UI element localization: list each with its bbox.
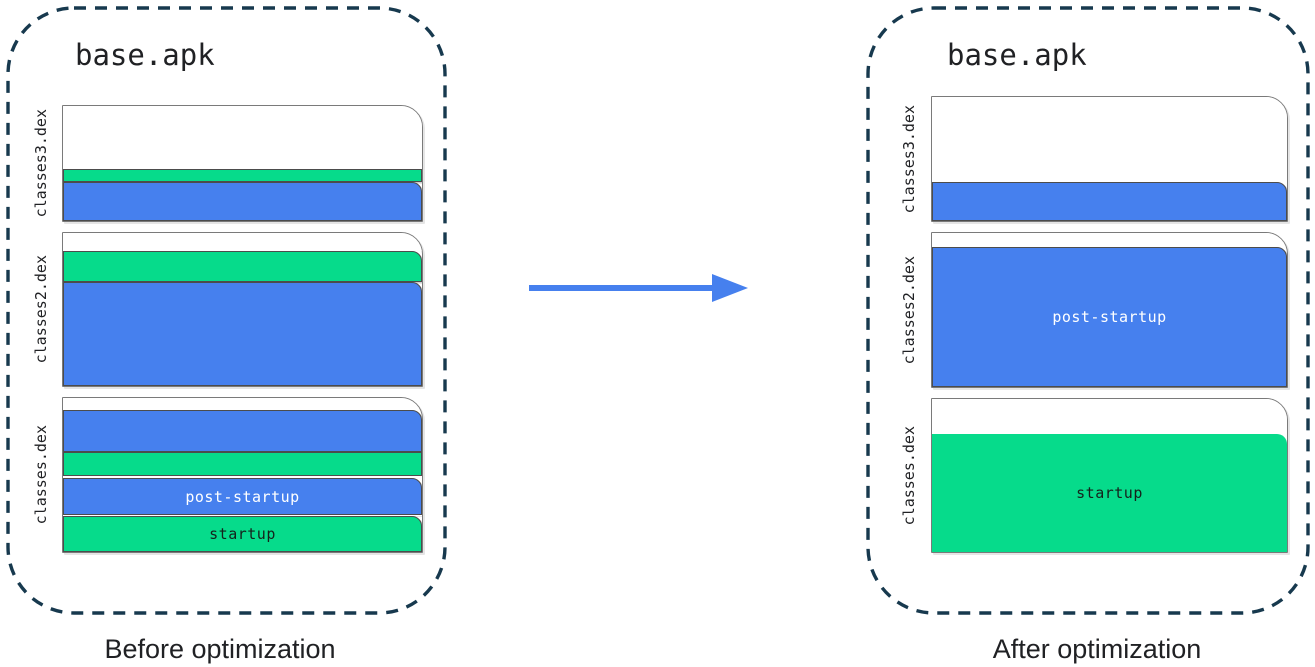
blue-code-band [63,282,422,386]
before-classes.dex-sheet: post-startup startup [62,397,423,553]
unused-space-band [63,398,422,410]
green-code-band-startup: startup [63,516,422,552]
band-label: post-startup [185,487,300,506]
after-caption: After optimization [992,634,1202,664]
after-file-label: classes.dex [897,398,921,553]
green-code-band [63,251,422,282]
file-label-text: classes2.dex [900,255,918,365]
after-classes2.dex-sheet: post-startup [931,232,1288,388]
after-file-label: classes3.dex [897,96,921,222]
unused-space-band [63,233,422,251]
unused-space-band [932,233,1287,247]
before-file-label: classes2.dex [29,232,53,387]
after-file-label: classes2.dex [897,232,921,388]
band-label: startup [209,525,276,543]
before-classes2.dex-sheet [62,232,423,387]
green-code-band [63,452,422,476]
green-code-band [63,169,422,182]
band-label: post-startup [1052,308,1167,326]
before-file-label: classes3.dex [29,105,53,222]
file-label-text: classes.dex [900,425,918,526]
band-gap [63,476,422,478]
before-file-label: classes.dex [29,397,53,553]
blue-code-band [63,182,422,221]
before-caption: Before optimization [104,634,336,664]
after-classes.dex-sheet: startup [931,398,1288,553]
unused-space-band [932,399,1287,434]
file-label-text: classes.dex [32,425,50,525]
file-label-text: classes2.dex [32,255,50,364]
unused-space-band [63,106,422,169]
file-label-text: classes3.dex [32,109,50,218]
after-classes3.dex-sheet [931,96,1288,222]
optimization-arrow-icon [529,274,748,302]
band-label: startup [1076,484,1143,502]
unused-space-band [932,97,1287,182]
green-code-band-startup: startup [932,434,1287,552]
before-apk-title: base.apk [75,38,215,72]
before-classes3.dex-sheet [62,105,423,222]
blue-code-band-post-startup: post-startup [63,478,422,515]
band-gap [63,515,422,516]
after-apk-title: base.apk [947,38,1087,72]
file-label-text: classes3.dex [900,104,918,214]
blue-code-band [63,410,422,452]
blue-code-band-post-startup: post-startup [932,247,1287,387]
blue-code-band [932,182,1287,221]
